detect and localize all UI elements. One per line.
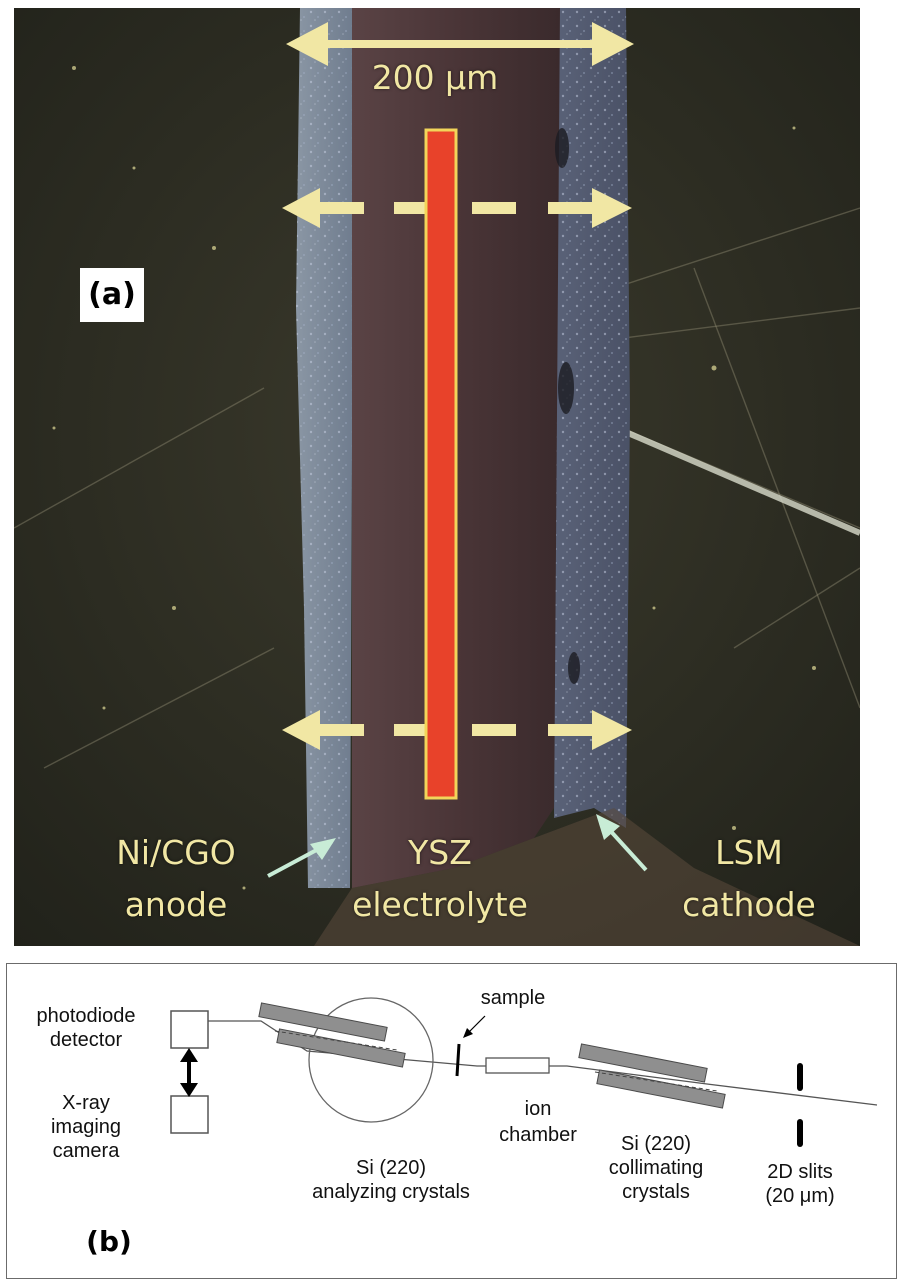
xray-label-line1: X-ray [62, 1092, 110, 1114]
photodiode-detector-box [170, 1010, 209, 1049]
scale-bar-label: 200 μm [371, 58, 499, 97]
cathode-label: LSM cathode [664, 834, 834, 924]
cathode-pointer-arrow [596, 814, 648, 872]
analyzing-label-line1: Si (220) [355, 1157, 427, 1179]
collimating-label-line1: Si (220) [620, 1133, 692, 1155]
electrolyte-label-line1: YSZ [408, 833, 472, 872]
beam-path [208, 1020, 878, 1106]
xray-camera-label: X-ray imaging camera [21, 1091, 151, 1163]
upper-scan-arrow [282, 188, 632, 228]
collimating-crystals [578, 1043, 726, 1109]
micrograph-image [14, 8, 860, 946]
collimating-label-line3: crystals [622, 1181, 690, 1203]
sample-pointer-arrow [463, 1015, 486, 1038]
slits-label-line1: 2D slits [767, 1161, 833, 1183]
ion-chamber-label: ion chamber [493, 1097, 583, 1147]
photodiode-detector-label: photodiode detector [21, 1004, 151, 1052]
photodiode-label-line1: photodiode [36, 1005, 136, 1027]
dust-particles [52, 66, 816, 890]
anode-label-line2: anode [124, 885, 228, 924]
micrograph-panel: 200 μm (a) Ni/CGO anode YSZ electrolyte … [14, 8, 860, 946]
beamline-schematic [170, 997, 878, 1147]
xray-camera-box [170, 1095, 209, 1134]
sample-marker [455, 1043, 461, 1077]
ion-label-line2: chamber [499, 1124, 577, 1146]
analyzing-crystals-label: Si (220) analyzing crystals [291, 1156, 491, 1204]
goniometer-circle [308, 997, 434, 1123]
sample-label: sample [480, 987, 546, 1009]
slits-label-line2: (20 μm) [765, 1185, 835, 1207]
anode-label: Ni/CGO anode [96, 834, 256, 924]
panel-b-tag: (b) [86, 1225, 132, 1258]
panel-a-tag: (a) [80, 268, 144, 322]
beam-footprint-bar [424, 128, 458, 800]
electrolyte-label-line2: electrolyte [352, 885, 528, 924]
cathode-label-line2: cathode [682, 885, 816, 924]
xray-label-line2: imaging [50, 1116, 122, 1138]
collimating-crystals-label: Si (220) collimating crystals [601, 1132, 711, 1204]
analyzing-crystals [258, 1002, 406, 1068]
scale-bar-arrow [286, 22, 634, 66]
ion-chamber-box [485, 1057, 550, 1074]
slits-label: 2D slits (20 μm) [745, 1160, 855, 1208]
cathode-label-line1: LSM [715, 833, 783, 872]
photodiode-label-line2: detector [49, 1029, 123, 1051]
xray-label-line3: camera [52, 1140, 120, 1162]
collimating-label-line2: collimating [608, 1157, 704, 1179]
analyzing-label-line2: analyzing crystals [312, 1181, 470, 1203]
ion-label-line1: ion [524, 1098, 552, 1120]
anode-label-line1: Ni/CGO [116, 833, 236, 872]
beamline-schematic-panel: photodiode detector X-ray imaging camera… [6, 963, 897, 1279]
detector-switch-arrow [180, 1048, 198, 1097]
anode-pointer-arrow [267, 838, 336, 878]
electrolyte-label: YSZ electrolyte [340, 834, 540, 924]
